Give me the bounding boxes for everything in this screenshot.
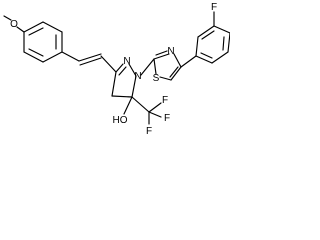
hydroxyl-label: HO xyxy=(113,115,128,126)
cf3-fluorine-top-label: F xyxy=(162,95,168,106)
fluorophenyl-ring: F xyxy=(180,2,230,68)
cf3-fluorine-right-label: F xyxy=(164,113,170,124)
vinyl-linker xyxy=(61,51,117,73)
hydroxy-trifluoromethyl-group: HO F F F xyxy=(113,95,171,137)
methoxy-group: O xyxy=(3,15,25,33)
fluorine-label: F xyxy=(211,2,217,13)
imine-nitrogen-label: N xyxy=(123,56,130,67)
cf3-fluorine-bottom-label: F xyxy=(146,126,152,137)
methoxy-oxygen-label: O xyxy=(10,19,18,30)
pyrazoline-ring: N N xyxy=(111,56,142,98)
thiazole-ring: N S xyxy=(140,46,182,84)
pyrazoline-nitrogen-label: N xyxy=(134,71,141,82)
methoxyphenyl-ring xyxy=(23,21,63,63)
thiazole-sulfur-label: S xyxy=(153,73,160,84)
structure-svg: O N xyxy=(3,2,230,137)
thiazole-nitrogen-label: N xyxy=(167,46,174,57)
chemical-structure-diagram: O N xyxy=(0,0,230,156)
